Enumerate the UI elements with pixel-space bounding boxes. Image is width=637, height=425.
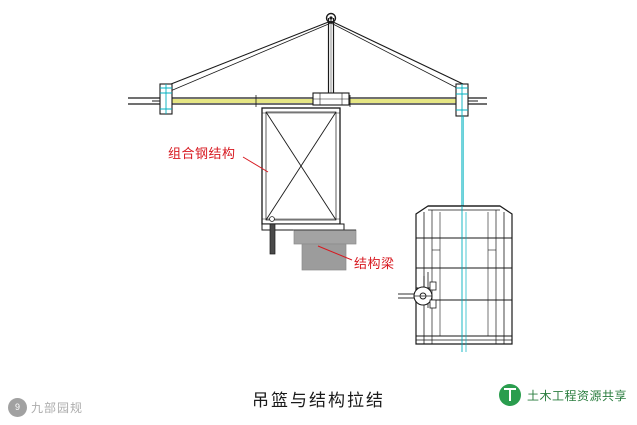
diagram-caption: 吊篮与结构拉结 <box>252 391 385 410</box>
label-combined-steel-structure: 组合钢结构 <box>168 146 236 161</box>
label-structural-beam: 结构梁 <box>354 256 395 271</box>
mast-base-block <box>312 92 350 106</box>
leader-line-steel <box>242 156 269 173</box>
watermark-left-text: 九部园规 <box>31 401 84 415</box>
left-end-connector <box>152 83 173 115</box>
leader-line-beam <box>317 245 353 261</box>
right-end-connector <box>455 83 478 117</box>
watermark-right-text: 土木工程资源共享 <box>526 388 627 403</box>
horizontal-main-beam <box>128 95 487 107</box>
vertical-mast <box>327 18 335 96</box>
watermark-left-badge: 9 <box>8 398 27 417</box>
basket-wire <box>461 206 467 352</box>
structural-beam-section <box>293 229 357 271</box>
watermark-right: 土木工程资源共享 <box>498 384 627 406</box>
combined-steel-cage <box>261 107 345 255</box>
plus-circle-icon <box>498 384 521 406</box>
support-cables <box>165 20 464 93</box>
watermark-left: 9 九部园规 <box>8 398 83 417</box>
suspended-basket <box>415 205 513 345</box>
tie-back-assembly <box>398 272 437 309</box>
